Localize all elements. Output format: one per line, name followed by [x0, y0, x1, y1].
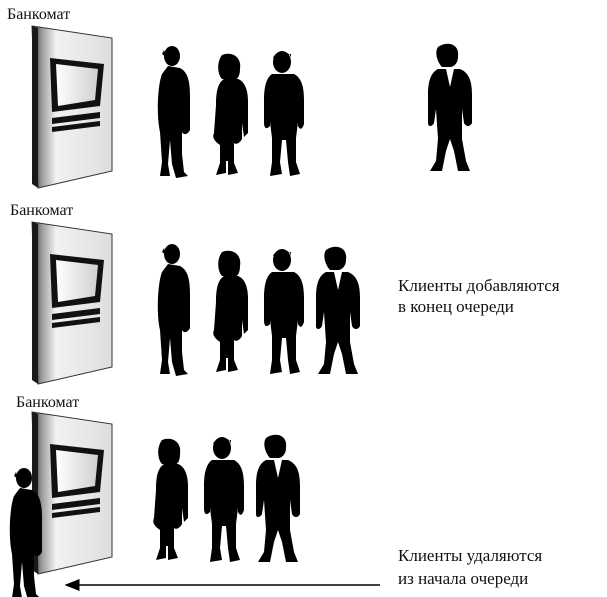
- person-icon: [213, 250, 248, 372]
- caption-added-line2: в конец очереди: [398, 297, 514, 316]
- atm-label-1: Банкомат: [7, 6, 71, 23]
- person-icon: [153, 438, 188, 560]
- caption-removed-line1: Клиенты удаляются: [398, 546, 543, 565]
- person-icon: [157, 46, 190, 178]
- person-icon: [204, 437, 244, 562]
- person-icon: [316, 246, 360, 374]
- atm-icon: [31, 25, 113, 189]
- atm-label-2: Банкомат: [10, 202, 74, 219]
- person-icon: [157, 244, 190, 376]
- atm-label-3: Банкомат: [16, 394, 80, 411]
- caption-added-line1: Клиенты добавляются: [398, 276, 560, 295]
- atm-icon: [31, 411, 113, 575]
- person-icon: [256, 434, 300, 562]
- caption-removed-line2: из начала очереди: [398, 569, 529, 588]
- person-icon: [213, 53, 248, 175]
- person-icon: [264, 249, 304, 374]
- atm-icon: [31, 221, 113, 385]
- person-icon: [428, 43, 472, 171]
- person-icon: [264, 51, 304, 176]
